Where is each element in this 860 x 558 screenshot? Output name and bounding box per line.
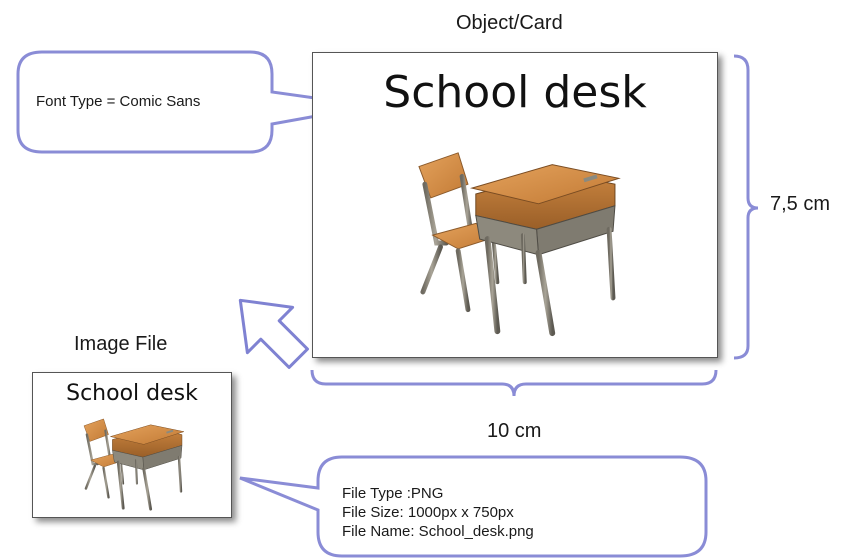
file-name-line: File Name: School_desk.png — [342, 523, 534, 540]
down-left-arrow-icon — [238, 298, 309, 369]
file-size-line: File Size: 1000px x 750px — [342, 504, 514, 521]
height-bracket — [733, 54, 759, 360]
font-callout-text: Font Type = Comic Sans — [36, 93, 201, 110]
school-desk-thumbnail — [82, 417, 186, 511]
file-type-line: File Type :PNG — [342, 485, 444, 502]
card-title: School desk — [383, 67, 647, 118]
image-file-label: Image File — [74, 333, 168, 355]
object-card: School desk — [312, 52, 718, 358]
font-callout-bubble — [16, 50, 373, 154]
image-file-card-title: School desk — [66, 381, 198, 406]
width-bracket — [310, 369, 718, 397]
width-label: 10 cm — [487, 420, 542, 442]
image-file-card: School desk — [32, 372, 232, 518]
file-callout-text: File Type :PNG File Size: 1000px x 750px… — [342, 484, 534, 541]
height-label: 7,5 cm — [770, 193, 831, 215]
object-card-label: Object/Card — [456, 12, 563, 34]
school-desk-image — [405, 145, 625, 341]
file-callout-bubble — [239, 455, 708, 558]
